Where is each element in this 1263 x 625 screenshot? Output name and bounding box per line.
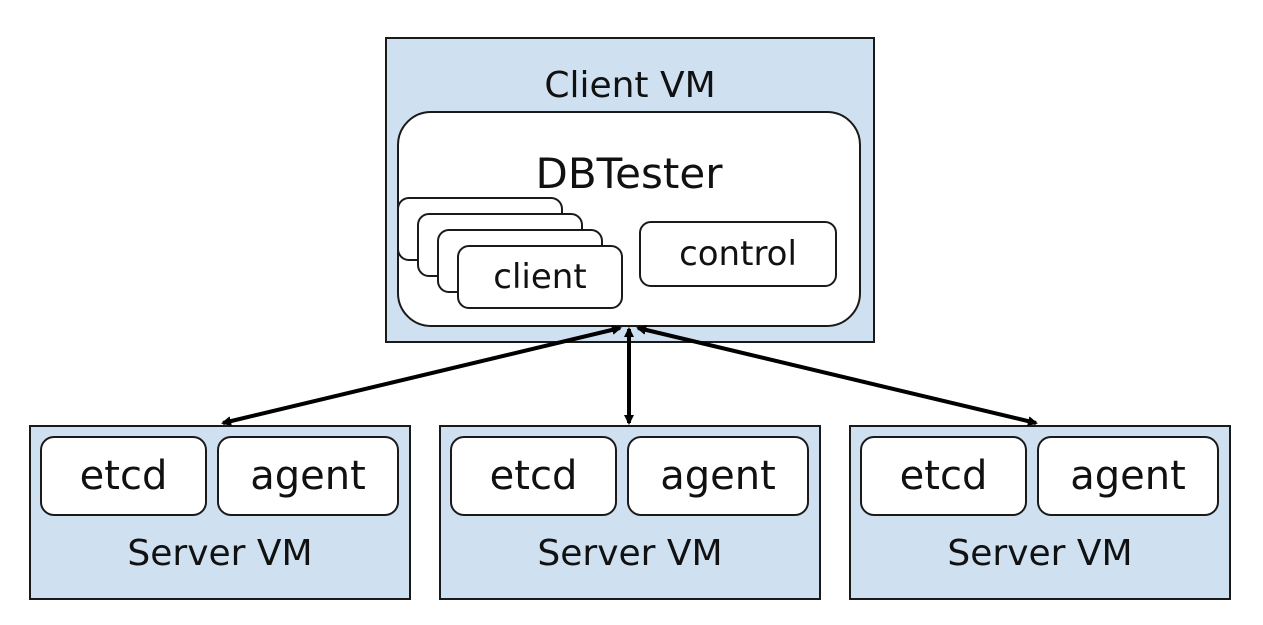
etcd-label: etcd: [899, 453, 988, 499]
client-vm-title: Client VM: [544, 65, 716, 106]
client-box: client: [457, 245, 623, 309]
etcd-label: etcd: [489, 453, 578, 499]
agent-label: agent: [660, 453, 776, 499]
server-vm: etcd agent Server VM: [849, 425, 1231, 600]
control-box: control: [639, 221, 837, 287]
arrow-to-server-3: [636, 324, 1038, 427]
server-vm-title: Server VM: [127, 533, 313, 574]
client-vm: Client VM DBTester client control: [385, 37, 875, 343]
etcd-box: etcd: [450, 436, 617, 516]
etcd-box: etcd: [40, 436, 207, 516]
agent-box: agent: [627, 436, 809, 516]
agent-box: agent: [1037, 436, 1219, 516]
etcd-box: etcd: [860, 436, 1027, 516]
dbtester-title: DBTester: [535, 149, 723, 198]
control-label: control: [679, 234, 797, 274]
etcd-label: etcd: [79, 453, 168, 499]
server-vm-title: Server VM: [947, 533, 1133, 574]
agent-label: agent: [250, 453, 366, 499]
agent-label: agent: [1070, 453, 1186, 499]
server-vm-title: Server VM: [537, 533, 723, 574]
server-vm: etcd agent Server VM: [29, 425, 411, 600]
client-label: client: [493, 257, 587, 297]
agent-box: agent: [217, 436, 399, 516]
server-vm: etcd agent Server VM: [439, 425, 821, 600]
dbtester-box: DBTester client control: [397, 111, 861, 327]
arrow-to-server-1: [221, 324, 622, 427]
